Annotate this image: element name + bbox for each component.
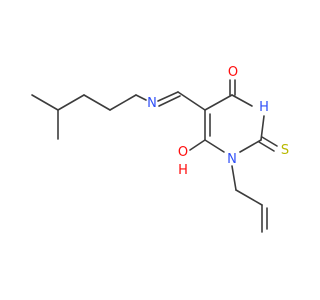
- bond-chain-3: [109, 94, 137, 111]
- ring-nitrogen-label: N: [227, 152, 237, 167]
- bond-allyl-1: [231, 165, 237, 191]
- bond-methyl-a: [31, 94, 59, 111]
- bond-allyl-2: [235, 189, 263, 206]
- bond-ring-c2-n1: [239, 139, 262, 153]
- imine-nitrogen-label: N: [147, 96, 157, 111]
- bond-ring-c5-c4: [204, 94, 233, 111]
- bond-imine-a: [157, 91, 179, 102]
- oxygen-top-label: O: [228, 65, 238, 80]
- molecule-diagram: O H N N S O H: [31, 65, 289, 233]
- sulfur-label: S: [281, 143, 289, 158]
- bond-thione-b: [258, 141, 275, 152]
- bond-ring-n1-c6: [204, 139, 225, 153]
- bond-hydroxyl: [189, 139, 206, 151]
- bond-ring-c4-n3: [231, 94, 253, 107]
- hydroxyl-hydrogen-label: H: [178, 163, 188, 178]
- structure-drawing: O H N N S O H: [31, 65, 289, 233]
- hydroxyl-oxygen-label: O: [178, 145, 188, 160]
- bond-lines: [31, 79, 278, 233]
- bond-chain-1: [57, 94, 85, 111]
- bond-imine-b: [158, 95, 181, 107]
- bond-ring-n3-c2: [260, 115, 265, 141]
- bond-chain-2: [83, 94, 111, 111]
- atom-labels: O H N N S O H: [147, 65, 289, 178]
- bond-methine: [177, 91, 206, 111]
- bond-chain-n: [135, 94, 147, 101]
- bond-thione-a: [261, 136, 278, 147]
- nh-h-label: H: [259, 100, 269, 115]
